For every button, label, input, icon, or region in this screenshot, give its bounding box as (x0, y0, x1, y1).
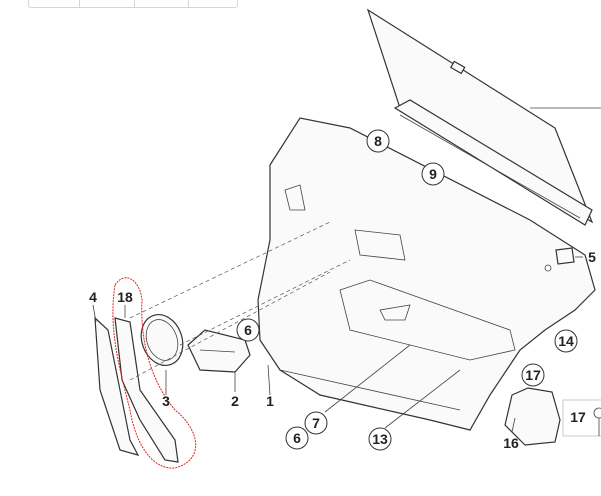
pillar-trim-18[interactable] (114, 317, 179, 463)
callout-13[interactable]: 13 (368, 427, 392, 451)
callout-6a[interactable]: 6 (236, 318, 260, 342)
door-handle[interactable] (187, 329, 251, 373)
callout-label: 13 (372, 431, 388, 447)
callout-label: 9 (429, 166, 437, 182)
callout-3[interactable]: 3 (162, 393, 170, 409)
callout-16[interactable]: 16 (503, 435, 519, 451)
callout-label: 6 (293, 430, 301, 446)
clip-5[interactable] (555, 247, 575, 265)
callout-18[interactable]: 18 (117, 289, 133, 305)
sunshade-blind[interactable] (366, 8, 601, 226)
callout-label: 17 (525, 367, 541, 383)
callout-7[interactable]: 7 (304, 411, 328, 435)
speaker-grille[interactable] (134, 309, 189, 372)
callout-17[interactable]: 17 (521, 363, 545, 387)
callout-6b[interactable]: 6 (285, 426, 309, 450)
toolbar-fragment (28, 0, 238, 8)
screw-detail-box (562, 399, 601, 437)
pillar-trim-4[interactable] (94, 316, 140, 456)
door-trim-panel[interactable] (257, 117, 596, 431)
callout-label: 6 (244, 322, 252, 338)
highlight-outline (112, 277, 197, 469)
callout-label: 8 (374, 133, 382, 149)
callout-17-box[interactable]: 17 (570, 409, 586, 425)
callout-1[interactable]: 1 (266, 393, 274, 409)
callout-9[interactable]: 9 (421, 162, 445, 186)
leader-lines (92, 256, 583, 433)
callout-5[interactable]: 5 (588, 249, 596, 265)
callout-4[interactable]: 4 (89, 289, 97, 305)
bracket-16[interactable] (504, 387, 561, 446)
callout-2[interactable]: 2 (231, 393, 239, 409)
callout-14[interactable]: 14 (554, 329, 578, 353)
assembly-lines (129, 221, 351, 381)
callout-label: 14 (558, 333, 574, 349)
callout-label: 7 (312, 415, 320, 431)
callout-8[interactable]: 8 (366, 129, 390, 153)
